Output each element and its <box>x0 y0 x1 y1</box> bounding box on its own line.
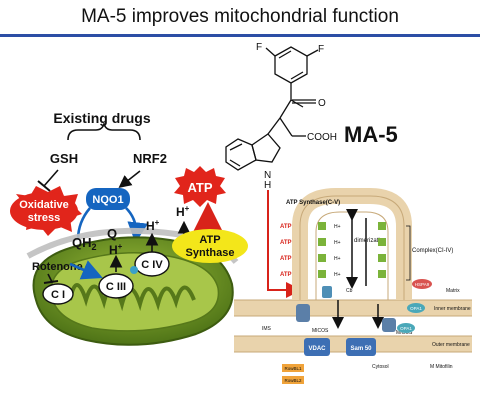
complex-i <box>42 283 74 305</box>
h-plus-3: H+ <box>176 204 190 219</box>
svg-text:C I: C I <box>51 289 65 301</box>
page-title: MA-5 improves mitochondrial function <box>81 6 399 27</box>
nqo1-badge <box>86 188 130 210</box>
h-plus-2: H+ <box>146 218 160 233</box>
micos-label-2: MICOS <box>396 330 413 336</box>
cb-protein <box>322 286 332 298</box>
svg-text:C IV: C IV <box>141 259 163 271</box>
mitofilin-label: M Mitofilin <box>430 364 453 370</box>
complex-iv <box>134 251 170 277</box>
sam50-protein <box>346 338 376 356</box>
nrf2-arrow <box>118 170 141 188</box>
atp-burst <box>174 166 226 207</box>
oxidative-stress-line2: stress <box>28 212 60 224</box>
opa1-badge-1 <box>407 303 425 313</box>
micos-label-1: MICOS <box>312 328 329 334</box>
svg-text:Cb: Cb <box>346 288 353 294</box>
nqo1-label: NQO1 <box>92 194 123 206</box>
opa1-badge-2 <box>397 323 415 333</box>
cytosol-label: Cytosol <box>372 364 389 370</box>
cooh-label: COOH <box>307 132 337 143</box>
atp-synthase-cv-label: ATP Synthase(C-V) <box>286 200 340 206</box>
complex-iii <box>98 273 134 299</box>
ma5-pointer-line <box>267 190 302 298</box>
svg-text:Sam 50: Sam 50 <box>350 346 372 352</box>
svg-text:RowBL1: RowBL1 <box>284 366 302 371</box>
atp-synthase-line2: Synthase <box>186 247 235 259</box>
rowel1-box <box>282 364 304 372</box>
q-label: Q <box>107 226 117 241</box>
complex-label: Complex(CI-IV) <box>412 248 453 254</box>
structure-arrows <box>332 209 384 329</box>
micos-protein-left <box>296 304 310 322</box>
svg-text:OPA1: OPA1 <box>410 306 422 311</box>
inner-membrane-label: Inner membrane <box>434 306 471 312</box>
cytochrome-c <box>130 266 138 274</box>
atp-row-1: ATP <box>280 224 292 230</box>
drugs-brace <box>67 121 141 141</box>
atp-row-3: ATP <box>280 256 292 262</box>
atp-synthase-badge <box>172 229 248 263</box>
ims-label: IMS <box>262 326 272 332</box>
hplus-rows: H+ H+ H+ H+ <box>334 224 341 278</box>
svg-text:H+: H+ <box>334 272 341 278</box>
gsh-inhibit-line <box>43 169 59 187</box>
synthase-blocks <box>318 222 386 278</box>
gsh-inhibit-bar <box>37 180 51 192</box>
atp-label: ATP <box>187 180 212 195</box>
vdac-protein <box>304 338 330 356</box>
atom-o: O <box>318 98 326 109</box>
ma5-structure <box>225 46 319 171</box>
svg-text:C III: C III <box>106 281 126 293</box>
svg-text:HSPA9: HSPA9 <box>415 282 430 287</box>
atom-f2: F <box>318 44 324 55</box>
existing-drugs-label: Existing drugs <box>53 110 150 126</box>
rowel2-box <box>282 376 304 384</box>
atp-row-2: ATP <box>280 240 292 246</box>
compound-name: MA-5 <box>344 122 398 147</box>
gsh-label: GSH <box>50 151 78 166</box>
left-panel: Existing drugs GSH NRF2 Oxidative stress… <box>10 110 248 346</box>
atom-f1: F <box>256 42 262 53</box>
hspa9-badge <box>412 279 432 289</box>
svg-text:H+: H+ <box>334 224 341 230</box>
svg-text:H+: H+ <box>334 240 341 246</box>
svg-text:OPA1: OPA1 <box>400 326 412 331</box>
atp-rows: ATP ATP ATP ATP <box>280 224 292 278</box>
oxidative-stress-line1: Oxidative <box>19 199 69 211</box>
svg-text:VDAC: VDAC <box>308 346 326 352</box>
outer-membrane-label: Outer membrane <box>432 342 470 348</box>
micos-protein-right <box>382 318 396 332</box>
dimerization-label: dimerization <box>354 238 386 244</box>
svg-text:RowBL2: RowBL2 <box>284 378 302 383</box>
rotenone-inhibit-line <box>47 273 53 283</box>
h-plus-1: H+ <box>109 242 123 257</box>
complex-i-arrow <box>69 260 103 280</box>
title-rule <box>0 34 480 37</box>
qh2-label: QH2 <box>72 235 97 252</box>
atp-row-4: ATP <box>280 272 292 278</box>
matrix-label: Matrix <box>446 288 460 294</box>
atp-synthase-line1: ATP <box>199 234 220 246</box>
nrf2-label: NRF2 <box>133 151 167 166</box>
svg-text:H+: H+ <box>334 256 341 262</box>
